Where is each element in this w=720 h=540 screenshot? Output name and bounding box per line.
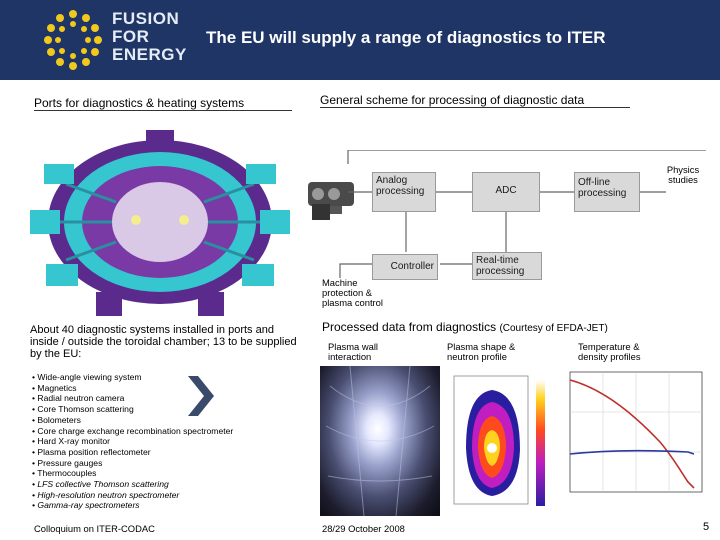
fusion-for-energy-logo-icon	[44, 10, 102, 70]
list-item: Thermocouples	[32, 468, 322, 479]
tokamak-cutaway-illustration	[30, 130, 290, 316]
realtime-processing-box: Real-time processing	[472, 252, 542, 280]
plasma-shape-plot	[448, 366, 556, 516]
physics-studies-label: Physics studies	[666, 164, 700, 185]
footer-event: Colloquium on ITER-CODAC	[34, 523, 155, 534]
diagnostics-list: Wide-angle viewing system Magnetics Radi…	[32, 372, 322, 511]
adc-box: ADC	[472, 172, 540, 212]
list-item: High-resolution neutron spectrometer	[32, 490, 322, 501]
plasma-wall-photo-detail	[325, 366, 435, 516]
list-item: Core Thomson scattering	[32, 404, 322, 415]
list-item: Pressure gauges	[32, 458, 322, 469]
adc-label: ADC	[495, 185, 517, 196]
list-item: Wide-angle viewing system	[32, 372, 322, 383]
offline-processing-box: Off-line processing	[574, 172, 640, 212]
brand-wordmark: FUSION FOR ENERGY	[112, 10, 187, 64]
list-item: Core charge exchange recombination spect…	[32, 426, 322, 437]
machine-protection-label: Machine protection & plasma control	[322, 277, 383, 308]
list-item: Hard X-ray monitor	[32, 436, 322, 447]
list-item: Plasma position reflectometer	[32, 447, 322, 458]
brand-line-1: FUSION	[112, 9, 180, 28]
list-item: LFS collective Thomson scattering	[32, 479, 322, 490]
slide-title: The EU will supply a range of diagnostic…	[206, 28, 606, 47]
list-item: Bolometers	[32, 415, 322, 426]
caption-wall: Plasma wall interaction	[328, 341, 379, 362]
camera-icon	[308, 182, 354, 220]
page-number: 5	[703, 521, 710, 533]
analog-processing-label: Analog processing	[376, 175, 425, 197]
caption-temp: Temperature & density profiles	[578, 341, 641, 362]
temperature-density-plot	[560, 366, 710, 518]
list-item: Magnetics	[32, 383, 322, 394]
offline-processing-label: Off-line processing	[578, 177, 627, 199]
list-item: Gamma-ray spectrometers	[32, 500, 322, 511]
footer-date: 28/29 October 2008	[322, 523, 405, 534]
processed-data-heading: Processed data from diagnostics (Courtes…	[322, 320, 608, 334]
header-band: FUSION FOR ENERGY The EU will supply a r…	[0, 0, 720, 80]
ports-heading: Ports for diagnostics & heating systems	[34, 96, 292, 111]
controller-label: Controller	[390, 261, 434, 272]
caption-shape: Plasma shape & neutron profile	[447, 341, 516, 362]
chevron-right-icon	[188, 376, 214, 416]
plasma-wall-photo	[320, 366, 440, 516]
processed-data-title: Processed data from diagnostics	[322, 320, 497, 334]
analog-processing-box: Analog processing	[372, 172, 436, 212]
brand-line-2: FOR	[112, 27, 150, 46]
diagnostics-intro: About 40 diagnostic systems installed in…	[30, 324, 297, 360]
list-item: Radial neutron camera	[32, 393, 322, 404]
processing-scheme-diagram	[308, 150, 706, 278]
brand-line-3: ENERGY	[112, 45, 187, 64]
processed-data-credit: (Courtesy of EFDA-JET)	[499, 323, 608, 334]
controller-box: Controller	[372, 254, 438, 280]
scheme-heading: General scheme for processing of diagnos…	[320, 93, 630, 108]
realtime-processing-label: Real-time processing	[476, 255, 525, 277]
